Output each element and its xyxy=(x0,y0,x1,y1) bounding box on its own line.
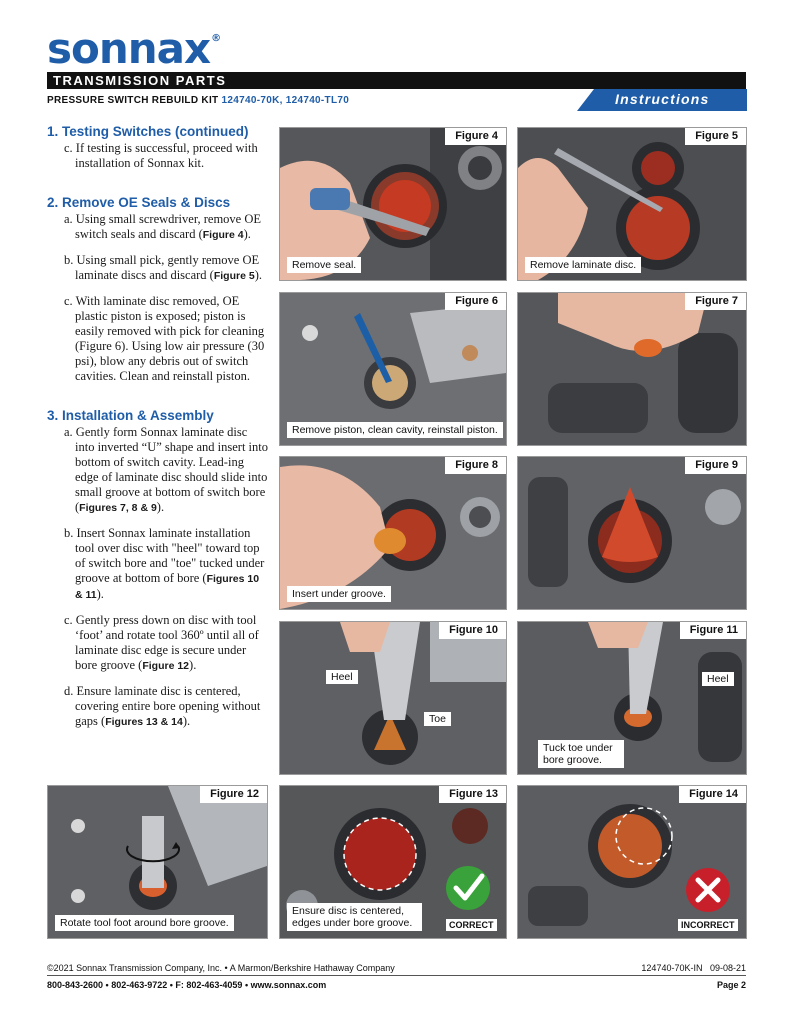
step-3d: d. Ensure laminate disc is centered, cov… xyxy=(64,684,261,728)
sonnax-logo: sonnax® xyxy=(47,24,221,73)
instructions-tab: Instructions xyxy=(577,89,747,111)
figure-10-illustration xyxy=(280,622,506,774)
figure-12-illustration xyxy=(48,786,267,938)
correct-checkmark-icon xyxy=(446,866,490,910)
figure-11-caption: Tuck toe under bore groove. xyxy=(538,740,624,768)
figure-5-illustration xyxy=(518,128,746,280)
footer-doc-id: 124740-70K-IN 09-08-21 xyxy=(641,963,746,973)
footer-page-number: Page 2 xyxy=(716,980,746,990)
figure-12-caption: Rotate tool foot around bore groove. xyxy=(55,915,234,931)
figure-9-title: Figure 9 xyxy=(685,457,746,474)
figure-6-title: Figure 6 xyxy=(445,293,506,310)
step-3b: b. Insert Sonnax laminate installation t… xyxy=(64,526,265,601)
bar-text: TRANSMISSION PARTS xyxy=(53,73,227,88)
figure-7-photo: Figure 7 xyxy=(517,292,747,446)
figure-8-caption: Insert under groove. xyxy=(287,586,391,602)
figure-7-illustration xyxy=(518,293,746,445)
figure-9-photo: Figure 9 xyxy=(517,456,747,610)
kit-subtitle: PRESSURE SWITCH REBUILD KIT 124740-70K, … xyxy=(47,95,350,106)
figure-14-illustration xyxy=(518,786,746,938)
step-3c: c. Gently press down on disc with tool ‘… xyxy=(64,613,259,672)
section-2-heading: 2. Remove OE Seals & Discs xyxy=(47,195,231,210)
figure-4-title: Figure 4 xyxy=(445,128,506,145)
figure-5-caption: Remove laminate disc. xyxy=(525,257,642,273)
incorrect-x-icon xyxy=(686,868,730,912)
figure-10-title: Figure 10 xyxy=(439,622,506,639)
correct-badge-label: CORRECT xyxy=(446,919,497,931)
transmission-parts-bar: TRANSMISSION PARTS xyxy=(47,72,746,89)
figure-8-title: Figure 8 xyxy=(445,457,506,474)
figure-11-title: Figure 11 xyxy=(679,622,746,639)
figure-4-illustration xyxy=(280,128,506,280)
figure-10-toe-label: Toe xyxy=(424,712,451,726)
figure-14-title: Figure 14 xyxy=(679,786,746,803)
kit-part-numbers: 124740-70K, 124740-TL70 xyxy=(221,95,350,106)
figure-12-photo: Figure 12 Rotate tool foot around bore g… xyxy=(47,785,268,939)
figure-5-title: Figure 5 xyxy=(685,128,746,145)
figure-9-illustration xyxy=(518,457,746,609)
section-3-heading: 3. Installation & Assembly xyxy=(47,408,214,423)
figure-13-caption: Ensure disc is centered, edges under bor… xyxy=(287,903,422,931)
figure-10-heel-label: Heel xyxy=(326,670,358,684)
step-1c: c. If testing is successful, proceed wit… xyxy=(64,141,258,170)
figure-4-photo: Figure 4 Remove seal. xyxy=(279,127,507,281)
figure-10-photo: Figure 10 Heel Toe xyxy=(279,621,507,775)
figure-7-title: Figure 7 xyxy=(685,293,746,310)
footer-divider xyxy=(47,975,746,976)
figure-13-illustration xyxy=(280,786,506,938)
incorrect-badge-label: INCORRECT xyxy=(678,919,738,931)
footer-contact: 800-843-2600 • 802-463-9722 • F: 802-463… xyxy=(47,980,327,990)
figure-5-photo: Figure 5 Remove laminate disc. xyxy=(517,127,747,281)
step-2c: c. With laminate disc removed, OE plasti… xyxy=(64,294,265,383)
step-2b: b. Using small pick, gently remove OE la… xyxy=(64,253,262,282)
figure-8-photo: Figure 8 Insert under groove. xyxy=(279,456,507,610)
section-1-heading: 1. Testing Switches (continued) xyxy=(47,124,249,139)
footer-copyright: ©2021 Sonnax Transmission Company, Inc. … xyxy=(47,963,395,973)
figure-6-caption: Remove piston, clean cavity, reinstall p… xyxy=(287,422,503,438)
figure-12-title: Figure 12 xyxy=(200,786,267,803)
figure-6-photo: Figure 6 Remove piston, clean cavity, re… xyxy=(279,292,507,446)
figure-11-heel-label: Heel xyxy=(702,672,734,686)
step-3a: a. Gently form Sonnax laminate disc into… xyxy=(64,425,268,514)
figure-8-illustration xyxy=(280,457,506,609)
figure-11-photo: Figure 11 Heel Tuck toe under bore groov… xyxy=(517,621,747,775)
figure-4-caption: Remove seal. xyxy=(287,257,362,273)
figure-6-illustration xyxy=(280,293,506,445)
figure-13-title: Figure 13 xyxy=(439,786,506,803)
step-2a: a. Using small screwdriver, remove OE sw… xyxy=(64,212,262,241)
instructions-text-column: 1. Testing Switches (continued) c. If te… xyxy=(47,124,269,740)
figure-14-photo: Figure 14 INCORRECT xyxy=(517,785,747,939)
figure-13-photo: Figure 13 Ensure disc is centered, edges… xyxy=(279,785,507,939)
registered-mark: ® xyxy=(211,33,221,44)
